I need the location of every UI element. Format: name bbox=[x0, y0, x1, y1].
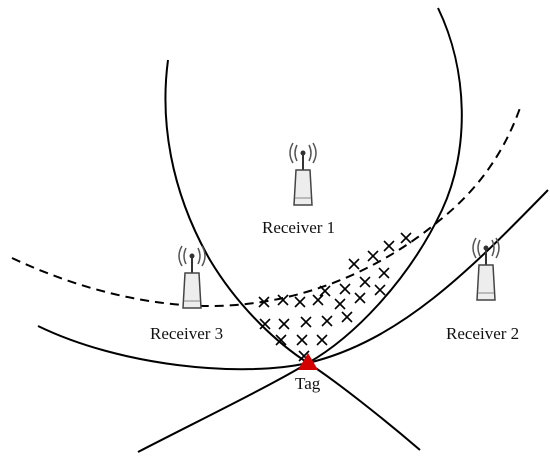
receiver-1-label: Receiver 1 bbox=[262, 218, 335, 237]
cross-mark bbox=[334, 298, 346, 310]
receiver-2-node: Receiver 2 bbox=[446, 237, 519, 343]
cross-mark bbox=[275, 334, 287, 346]
receiver-3-label: Receiver 3 bbox=[150, 324, 223, 343]
cross-mark bbox=[316, 334, 328, 346]
cross-mark bbox=[312, 294, 324, 306]
cross-mark bbox=[348, 258, 360, 270]
cross-mark bbox=[339, 283, 351, 295]
cross-mark bbox=[400, 232, 412, 244]
cross-mark bbox=[321, 315, 333, 327]
curve-dashed bbox=[11, 107, 521, 308]
tag-node: Tag bbox=[295, 353, 321, 393]
cross-mark bbox=[300, 316, 312, 328]
cross-mark bbox=[367, 250, 379, 262]
receiver-3-icon bbox=[178, 245, 206, 309]
receiver-2-icon bbox=[472, 237, 500, 301]
cross-mark bbox=[359, 276, 371, 288]
cross-mark bbox=[319, 285, 331, 297]
overlap-region-marks bbox=[258, 232, 412, 362]
cross-mark bbox=[258, 296, 270, 308]
tag-label: Tag bbox=[295, 374, 321, 393]
cross-mark bbox=[383, 240, 395, 252]
curve-receiver1-right bbox=[137, 7, 463, 453]
cross-mark bbox=[378, 267, 390, 279]
cross-mark bbox=[341, 311, 353, 323]
receiver-1-node: Receiver 1 bbox=[262, 142, 335, 237]
receiver-3-node: Receiver 3 bbox=[150, 245, 223, 343]
cross-mark bbox=[259, 318, 271, 330]
curve-receiver1-left bbox=[164, 59, 421, 451]
tag-marker-icon bbox=[298, 353, 318, 370]
cross-mark bbox=[278, 318, 290, 330]
cross-mark bbox=[277, 294, 289, 306]
cross-mark bbox=[296, 334, 308, 346]
cross-mark bbox=[354, 292, 366, 304]
cross-mark bbox=[374, 284, 386, 296]
receiver-1-icon bbox=[289, 142, 317, 206]
cross-mark bbox=[294, 296, 306, 308]
receiver-2-label: Receiver 2 bbox=[446, 324, 519, 343]
